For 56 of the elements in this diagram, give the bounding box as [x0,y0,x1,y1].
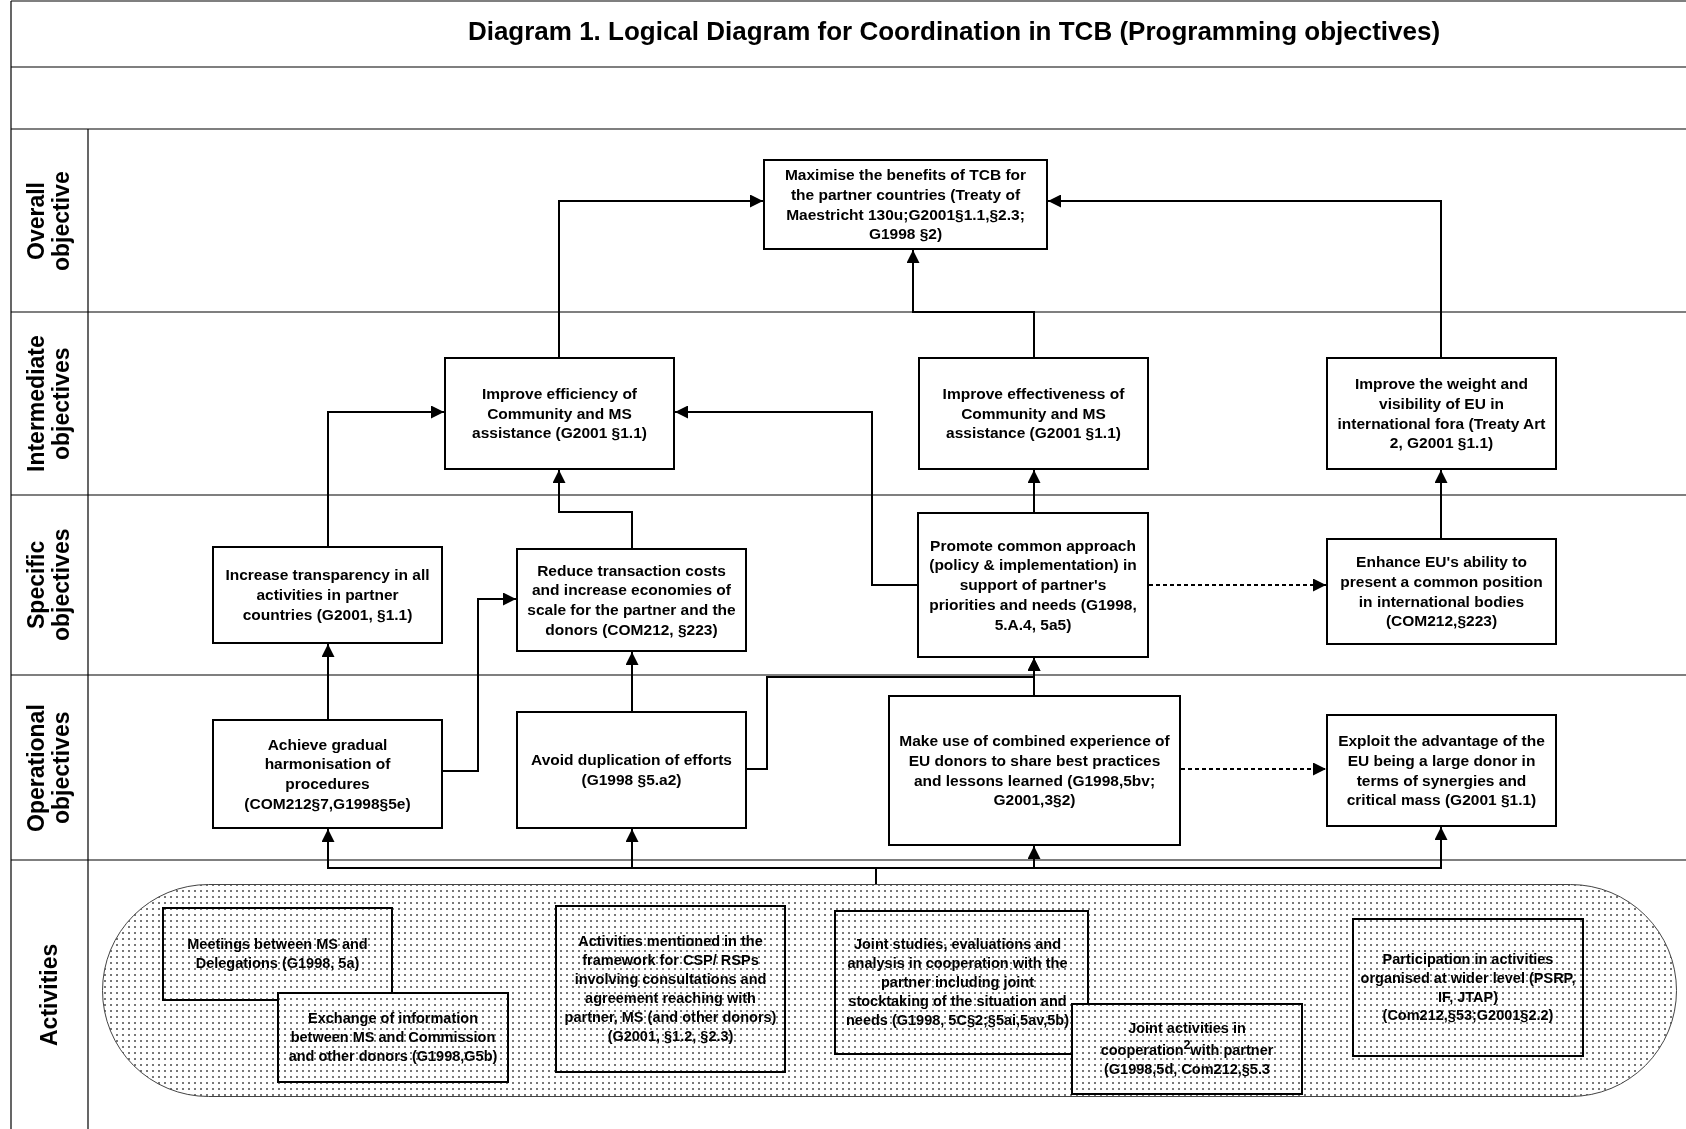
box-text: Avoid duplication of efforts (G1998 §5.a2) [530,750,733,790]
activity-box [162,907,393,1001]
arrow [321,643,335,720]
dashed-arrow [1148,578,1327,592]
box-text: Joint studies, evaluations and analysis in cooperation with the partner including joint stocktaking of the situation and needs (G1998, 5C§2;§5ai,5av,5b) [845,935,1070,1030]
box-text: Increase transparency in all activities in partner countries (G2001, §1.1) [224,565,431,625]
objective-box [1326,538,1557,645]
dashed-arrow [1180,762,1327,776]
activity-box [277,992,509,1083]
arrow [1047,194,1442,358]
box-text: Meetings between MS and Delegations (G1998, 5a) [186,935,369,973]
objective-box [763,159,1048,250]
box-text: Reduce transaction costs and increase economies of scale for the partner and the donors (COM212, §223) [527,560,736,640]
arrow [552,469,633,549]
box-text: Improve efficiency of Community and MS assistance (G2001 §1.1) [471,384,648,443]
row-label: Operational objectives [24,702,75,834]
box-text: Maximise the benefits of TCB for the partner countries (Treaty of Maestricht 130u;G2001§1.1,§2.3; G1998 §2) [783,165,1028,244]
objective-box [444,357,675,470]
objective-box [516,548,747,652]
box-text: Exchange of information between MS and Commission and other donors (G1998,G5b) [287,1009,499,1066]
arrow [1027,657,1041,696]
box-text: Improve effectiveness of Community and MS assistance (G2001 §1.1) [941,384,1126,443]
box-text: Achieve gradual harmonisation of procedures (COM212§7,G1998§5e) [243,734,412,814]
objective-box [1326,357,1557,470]
box-text: Improve the weight and visibility of EU in international fora (Treaty Art 2, G2001 §1.1) [1337,374,1546,453]
objective-box [516,711,747,829]
activity-box [834,910,1089,1055]
objective-box [212,719,443,829]
box-text: Promote common approach (policy & implementation) in support of partner's priorities and needs (G1998, 5.A.4, 5a5) [928,535,1138,635]
objective-box [1326,714,1557,827]
box-text: Exploit the advantage of the EU being a large donor in terms of synergies and critical mass (G2001 §1.1) [1337,731,1546,810]
arrow [1434,469,1448,539]
row-label: Activities [36,942,63,1048]
arrow [674,405,918,586]
arrow [442,592,517,772]
box-text: Activities mentioned in the framework for CSP/ RSPs involving consultations and agreement reaching with partner, MS (and other donors) (G2001, §1.2, §2.3) [563,932,778,1046]
row-label: Specific objectives [24,527,75,644]
activity-box [555,905,786,1073]
activity-box [1352,918,1584,1057]
box-text: Participation in activities organised at wider level (PSRP, IF, JTAP) (Com212,§53;G2001§2.2) [1360,949,1576,1026]
row-label: Overall objective [24,169,75,273]
arrow [906,249,1035,358]
arrow [558,194,764,358]
box-text: Make use of combined experience of EU donors to share best practices and lessons learned (G1998,5bv; G2001,3§2) [899,731,1170,810]
box-text: Joint activities in cooperation$^{2}$with partner (G1998,5d, Com212,§5.3 [1099,1019,1275,1079]
diagram-title: Diagram 1. Logical Diagram for Coordination in TCB (Programming objectives) [466,16,1442,47]
objective-box [917,512,1149,658]
arrow [1027,469,1041,513]
row-label: Intermediate objectives [24,334,75,474]
objective-box [918,357,1149,470]
arrow [327,405,445,547]
objective-box [212,546,443,644]
objective-box [888,695,1181,846]
box-text: Enhance EU's ability to present a common position in international bodies (COM212,§223) [1339,552,1544,631]
activity-box [1071,1003,1303,1095]
arrow [625,651,639,712]
